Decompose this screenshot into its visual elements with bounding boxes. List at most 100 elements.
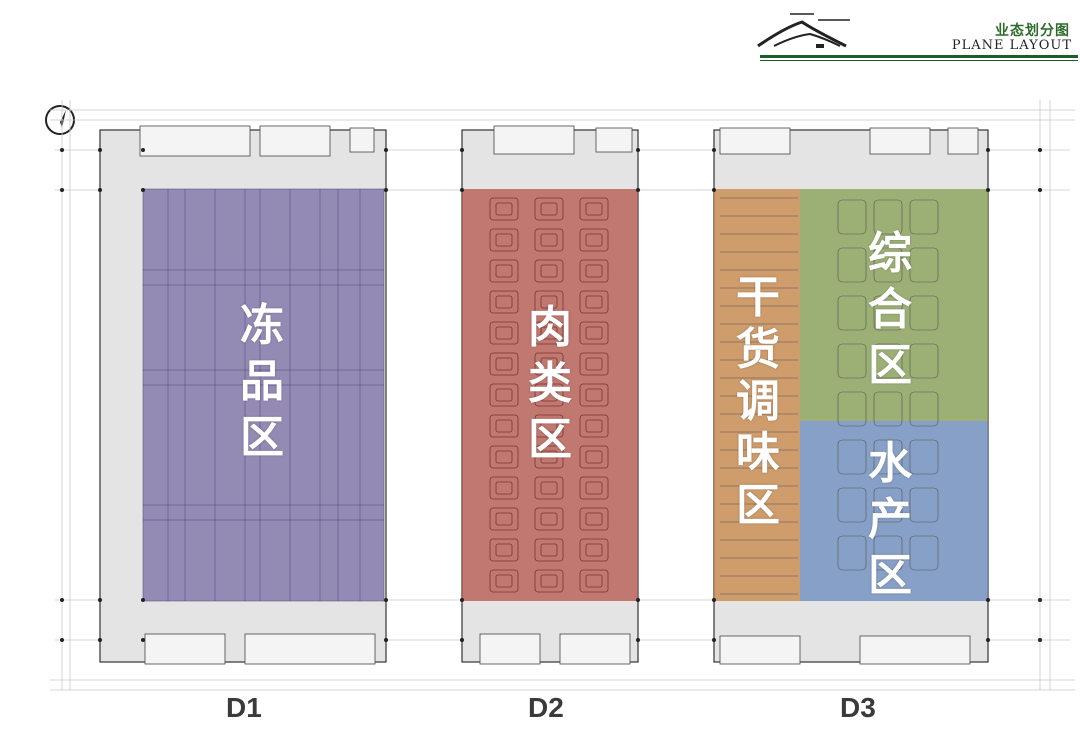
zone-frozen [143,189,384,601]
building-label-d2: D2 [528,692,564,723]
stall-cell [489,352,519,376]
stall-cell [579,259,609,283]
zone-label-meat: 肉 类 区 [528,302,572,465]
axis-dot [384,148,388,152]
header-divider-thin [760,60,1078,61]
axis-dot [986,638,990,642]
zone-general [800,189,988,421]
stall-cell [534,414,564,438]
stall-cell [837,247,867,283]
stall-cell [873,295,903,331]
stall-cell [873,247,903,283]
stall-cell [909,391,939,427]
stall-cell [534,197,564,221]
stall-cell [534,569,564,593]
axis-dot [460,598,464,602]
axis-dot [712,638,716,642]
stall-cell [579,507,609,531]
stall-cell [579,290,609,314]
mountain-logo-icon [757,13,850,48]
axis-dot [712,148,716,152]
axis-dot [460,148,464,152]
stall-cell [534,383,564,407]
stall-cell [837,391,867,427]
stall-cell [873,439,903,475]
axis-dot [1038,638,1042,642]
axis-dot [98,598,102,602]
stall-cell [579,476,609,500]
axis-dot [98,638,102,642]
zone-label-frozen: 冻 品 区 [240,300,284,463]
stall-cell [489,290,519,314]
axis-dot [712,598,716,602]
stall-cell [909,343,939,379]
stall-cell [489,228,519,252]
stall-cell [489,197,519,221]
stall-cell [489,445,519,469]
axis-dot [60,638,64,642]
axis-dot [636,188,640,192]
zone-aquatic [800,421,988,601]
stall-cell [579,569,609,593]
axis-dot [1038,188,1042,192]
zone-meat [462,189,638,601]
stall-cell [909,439,939,475]
stall-cell [579,445,609,469]
stall-cell [909,487,939,523]
axis-dot [460,638,464,642]
axis-dot [1038,148,1042,152]
stall-cell [534,476,564,500]
stall-cell [579,321,609,345]
stall-cell [534,290,564,314]
axis-dot [141,148,145,152]
stall-cell [579,197,609,221]
building-label-d1: D1 [226,692,262,723]
stall-cell [837,487,867,523]
axis-dot [60,148,64,152]
zone-label-aquatic: 水 产 区 [868,438,912,601]
stall-cell [837,343,867,379]
axis-dot [986,188,990,192]
stall-cell [534,445,564,469]
stall-cell [873,487,903,523]
stall-cell [837,295,867,331]
stall-cell [873,343,903,379]
page-title-en: PLANE LAYOUT [951,38,1072,53]
axis-dot [712,188,716,192]
stall-cell [534,228,564,252]
stall-cell [579,538,609,562]
axis-dot [986,598,990,602]
stall-cell [489,383,519,407]
axis-dot [384,188,388,192]
zone-label-general: 综 合 区 [868,228,912,391]
stall-cell [579,228,609,252]
stall-cell [489,569,519,593]
zone-dry [714,189,800,601]
stall-cell [909,247,939,283]
stall-cell [909,199,939,235]
axis-dot [460,188,464,192]
axis-dot [986,148,990,152]
stall-cell [489,507,519,531]
axis-dot [98,188,102,192]
axis-dot [384,638,388,642]
page-title-cn: 业态划分图 [995,23,1070,39]
axis-dot [60,598,64,602]
building-d3 [713,127,989,665]
stall-cell [534,321,564,345]
axis-dot [141,598,145,602]
stall-cell [534,259,564,283]
stall-cell [837,439,867,475]
stall-cell [489,538,519,562]
stall-cell [579,352,609,376]
axis-dot [141,638,145,642]
stall-cell [873,391,903,427]
stall-cell [534,538,564,562]
zone-label-dry: 干 货 调 味 区 [736,272,780,531]
axis-dot [1038,598,1042,602]
building-label-d3: D3 [840,692,876,723]
stall-cell [579,383,609,407]
axis-dot [384,598,388,602]
axis-dot [60,188,64,192]
